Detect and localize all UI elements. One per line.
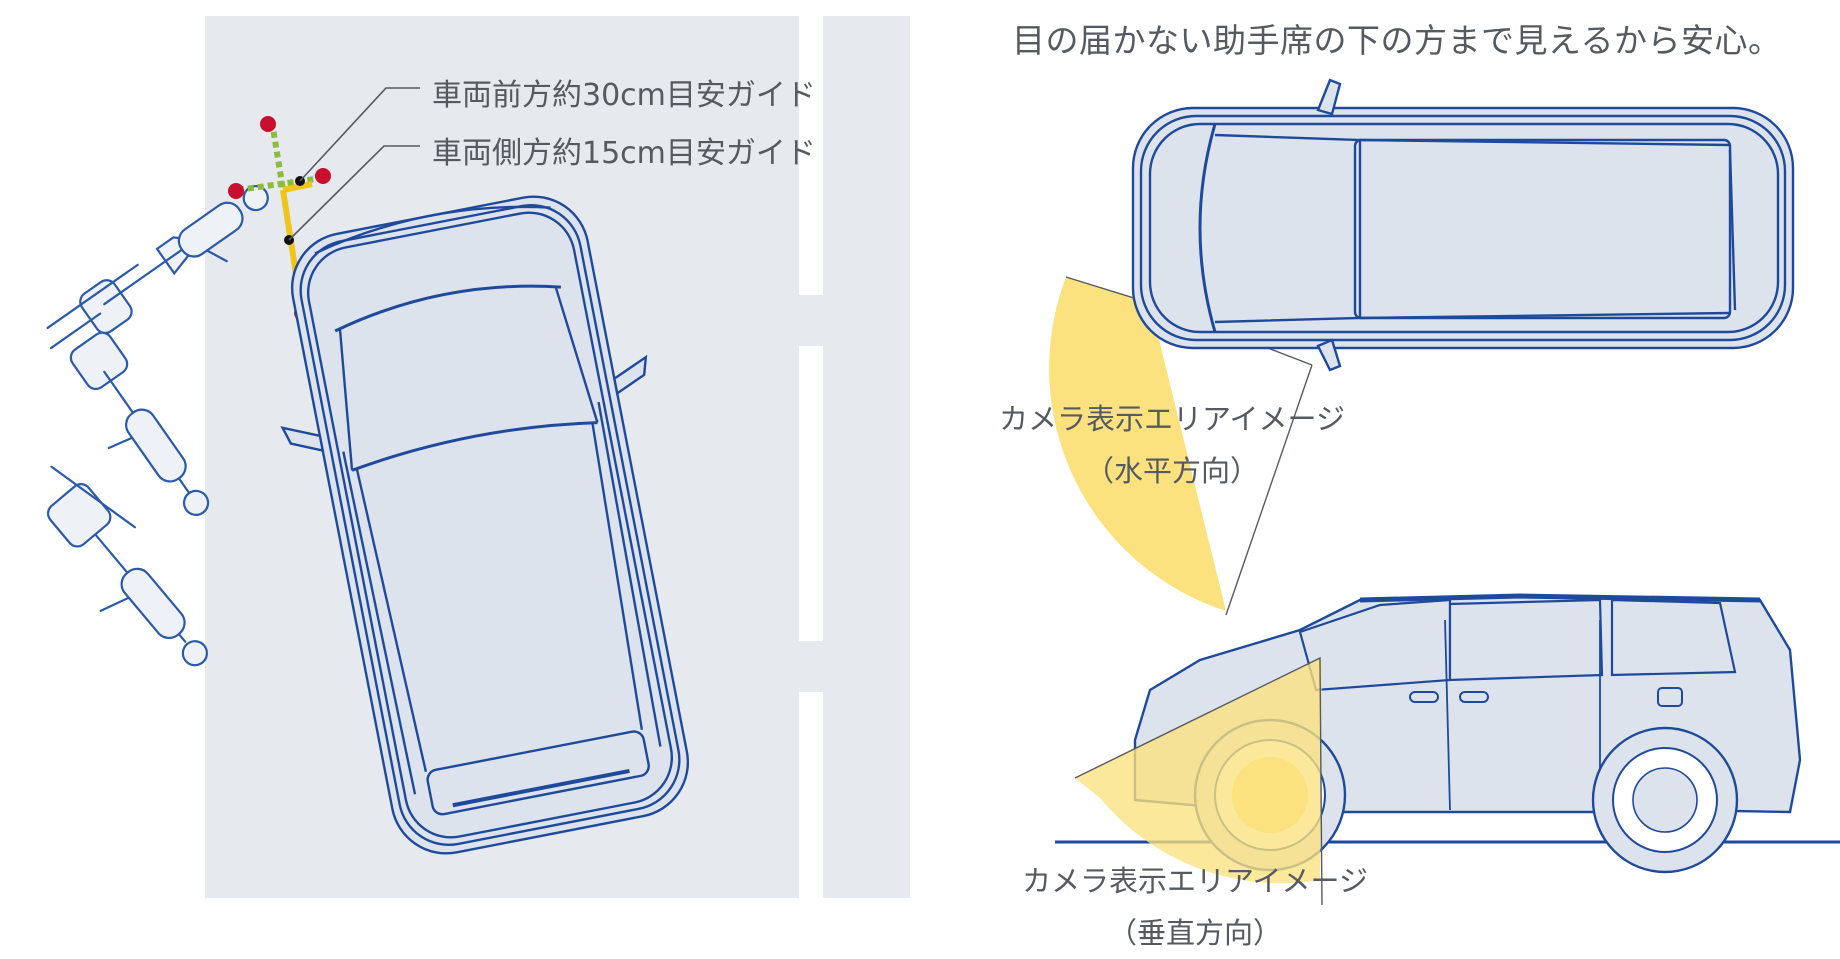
headline: 目の届かない助手席の下の方まで見えるから安心。 (1012, 21, 1782, 60)
car-topview (1131, 78, 1795, 372)
bicycle-2 (49, 312, 210, 516)
camera-area-vertical-edge (1074, 656, 1323, 906)
bicycle-3 (46, 465, 208, 667)
car-topview-road (280, 195, 690, 855)
camera-horizontal-title: カメラ表示エリアイメージ (999, 402, 1345, 436)
parked-bicycles (46, 184, 269, 667)
camera-area-horizontal (1049, 277, 1226, 611)
camera-vertical-title: カメラ表示エリアイメージ (1022, 864, 1368, 898)
side-guide-label: 車両側方約15cm目安ガイド (432, 136, 816, 171)
camera-horizontal-direction: （水平方向） (1084, 454, 1259, 488)
camera-vertical-direction: （垂直方向） (1107, 916, 1282, 950)
camera-vertical-label: カメラ表示エリアイメージ （垂直方向） (985, 855, 1405, 959)
camera-horizontal-label: カメラ表示エリアイメージ （水平方向） (962, 393, 1382, 497)
lane-markings (799, 0, 823, 902)
front-guide-label: 車両前方約30cm目安ガイド (432, 78, 816, 113)
